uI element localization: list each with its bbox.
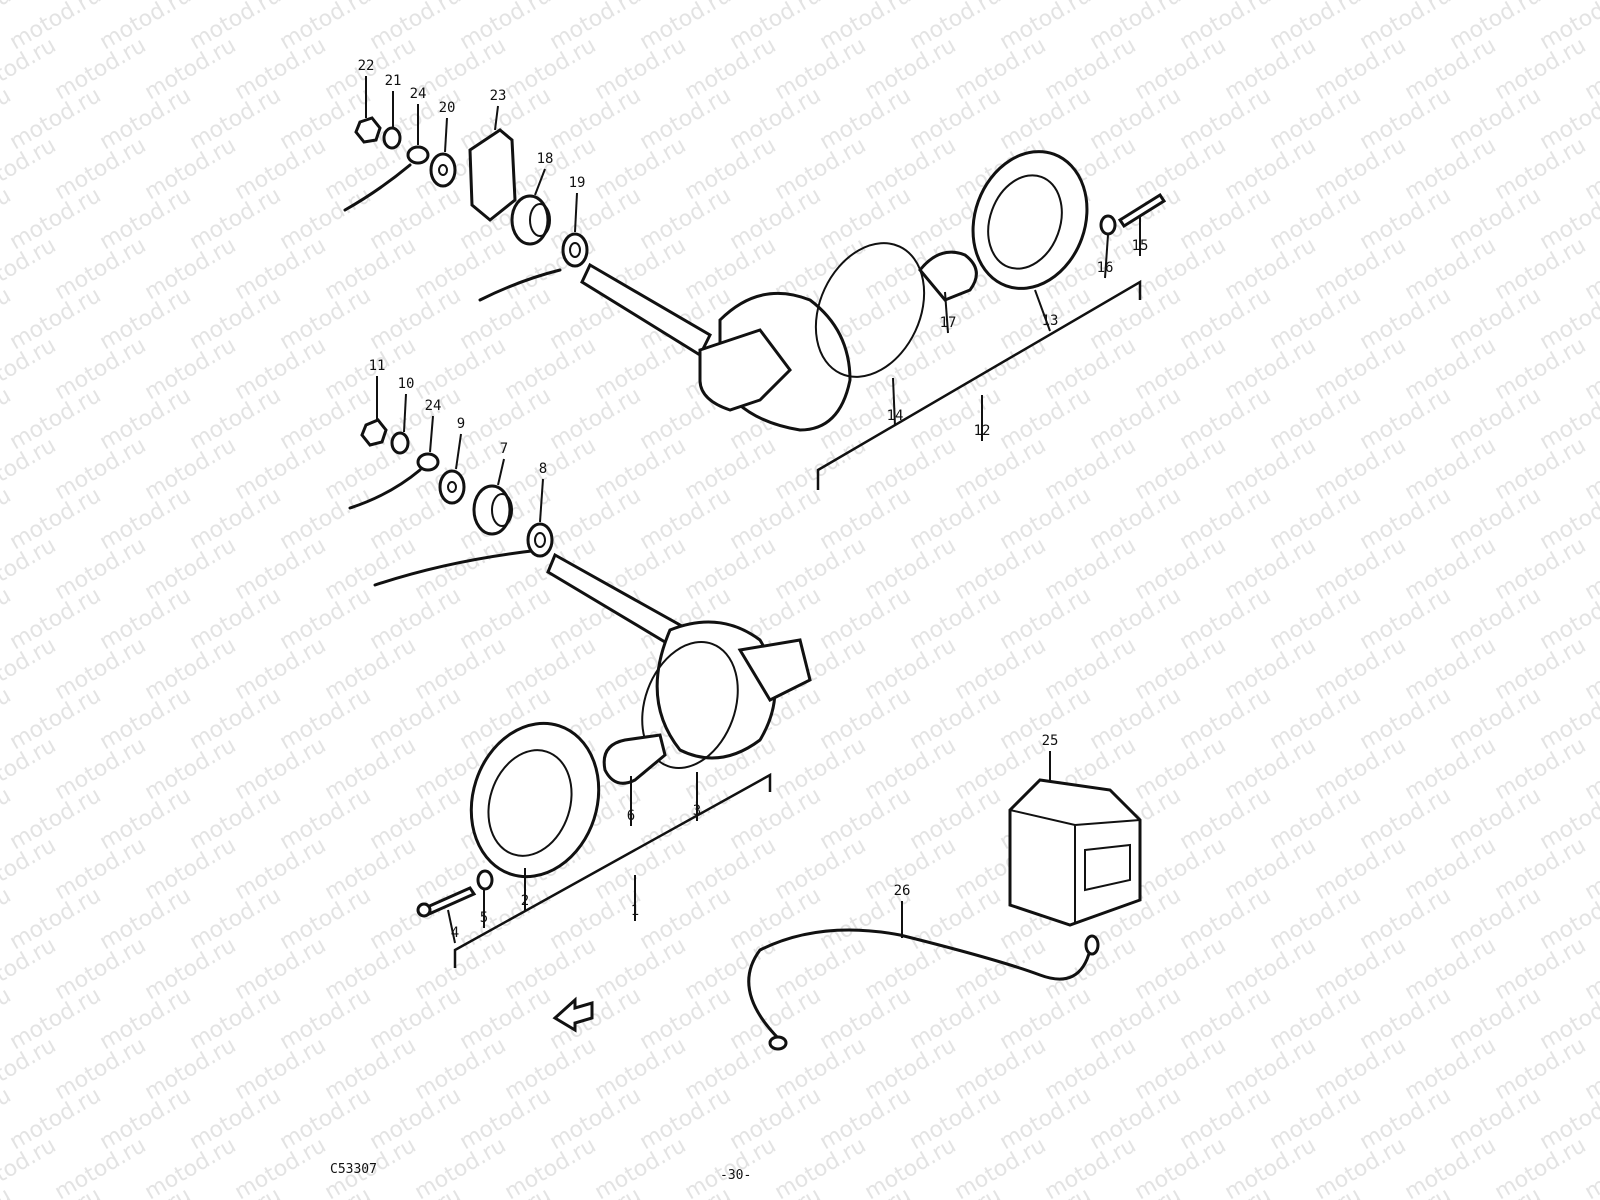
callout-label-3: 3 [693,803,701,819]
washer-5 [476,869,494,891]
callout-label-16: 16 [1097,260,1114,276]
callout-label-19: 19 [569,175,586,191]
wire-upper-lower [478,268,562,302]
callout-leader-23 [494,105,499,131]
callout-leader-10 [403,393,407,433]
callout-label-12: 12 [974,423,991,439]
callout-label-1: 1 [631,903,639,919]
callout-leader-4 [447,909,456,944]
callout-label-15: 15 [1132,238,1149,254]
housing-lower [655,620,777,760]
callout-label-4: 4 [451,925,459,941]
callout-leader-18 [534,168,546,196]
callout-label-24: 24 [425,398,442,414]
callout-label-26: 26 [894,883,911,899]
page-number: -30- [720,1168,752,1183]
flasher-relay-group [747,778,1142,1051]
bracket-23 [468,128,517,222]
washer-21 [382,126,402,150]
washer-10 [390,431,410,455]
washer-16 [1099,214,1117,236]
wire-lower-long [373,548,542,587]
nut-11 [360,418,388,447]
callout-label-21: 21 [385,73,402,89]
callout-label-7: 7 [500,441,508,457]
callout-leader-19 [574,192,578,233]
screw-15 [1117,192,1167,229]
watermark-text: motod.ru [0,1183,15,1200]
wire-lower [348,468,422,510]
washer-9 [438,469,466,505]
housing-cone-lower [737,638,812,702]
housing-cone-upper [698,328,792,412]
ring-3 [641,641,739,769]
washer-8 [526,522,554,558]
washer-19 [561,232,589,268]
terminal-24-lower [416,452,440,472]
lens-13 [971,150,1089,290]
callout-leader-17 [944,291,949,334]
callout-label-5: 5 [480,910,488,926]
terminal-24 [406,145,430,165]
callout-label-20: 20 [439,100,456,116]
callout-label-13: 13 [1042,313,1059,329]
arrow-left-icon [552,996,594,1033]
callout-label-23: 23 [490,88,507,104]
callout-leader-24 [429,415,434,453]
reference-code: C53307 [330,1162,377,1177]
callout-label-11: 11 [369,358,386,374]
callout-leader-16 [1104,234,1109,279]
bracket-1 [453,772,772,968]
gasket-14 [814,242,926,378]
callout-leader-8 [539,478,544,523]
wire-upper [343,163,412,212]
lens-2 [469,721,601,879]
callout-label-2: 2 [521,893,529,909]
watermark-text: motod.ru [0,1133,60,1200]
wiring-harness-26 [747,928,1092,1042]
upper-turn-signal-assembly [343,116,1167,490]
bulb-17 [918,250,978,302]
callout-label-9: 9 [457,416,465,432]
callout-label-8: 8 [539,461,547,477]
callout-label-14: 14 [887,408,904,424]
callout-leader-9 [455,433,462,470]
bracket-12 [816,279,1142,490]
callout-leader-7 [497,458,505,486]
callout-label-25: 25 [1042,733,1059,749]
nut-22 [354,116,382,144]
callout-label-10: 10 [398,376,415,392]
lower-turn-signal-assembly [348,418,812,968]
callout-label-24: 24 [410,86,427,102]
callout-leader-14 [892,377,896,427]
callout-leader-20 [444,117,448,153]
callout-label-6: 6 [627,808,635,824]
callout-label-18: 18 [537,151,554,167]
bulb-6 [602,733,667,785]
callout-label-22: 22 [358,58,375,74]
callout-label-17: 17 [940,315,957,331]
washer-20 [429,152,457,188]
callout-leader-13 [1034,289,1051,332]
